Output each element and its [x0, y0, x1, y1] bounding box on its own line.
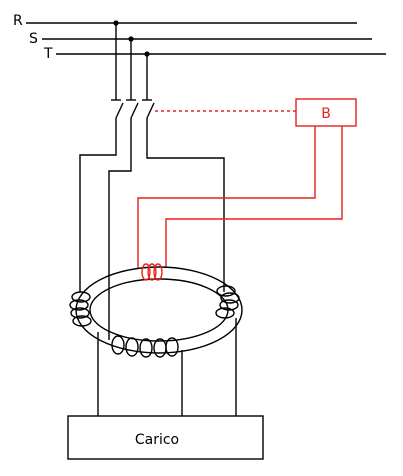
phase-label-s: S: [29, 31, 38, 47]
three-pole-breaker: [111, 99, 155, 119]
load-feed-wires: [97, 318, 237, 416]
breaker-output-wires: [79, 118, 225, 340]
load-label: Carico: [135, 432, 179, 448]
phase-label-t: T: [43, 46, 53, 62]
winding-right: [215, 285, 240, 319]
load-box: [67, 415, 264, 460]
relay-box: [295, 98, 357, 127]
relay-sense-wires: [137, 126, 343, 268]
phase-label-r: R: [13, 13, 23, 29]
sense-coil: [141, 263, 163, 281]
winding-bottom: [111, 335, 179, 358]
winding-left: [69, 291, 92, 327]
breaker-supply-wires: [115, 23, 148, 100]
relay-label: B: [321, 106, 331, 122]
